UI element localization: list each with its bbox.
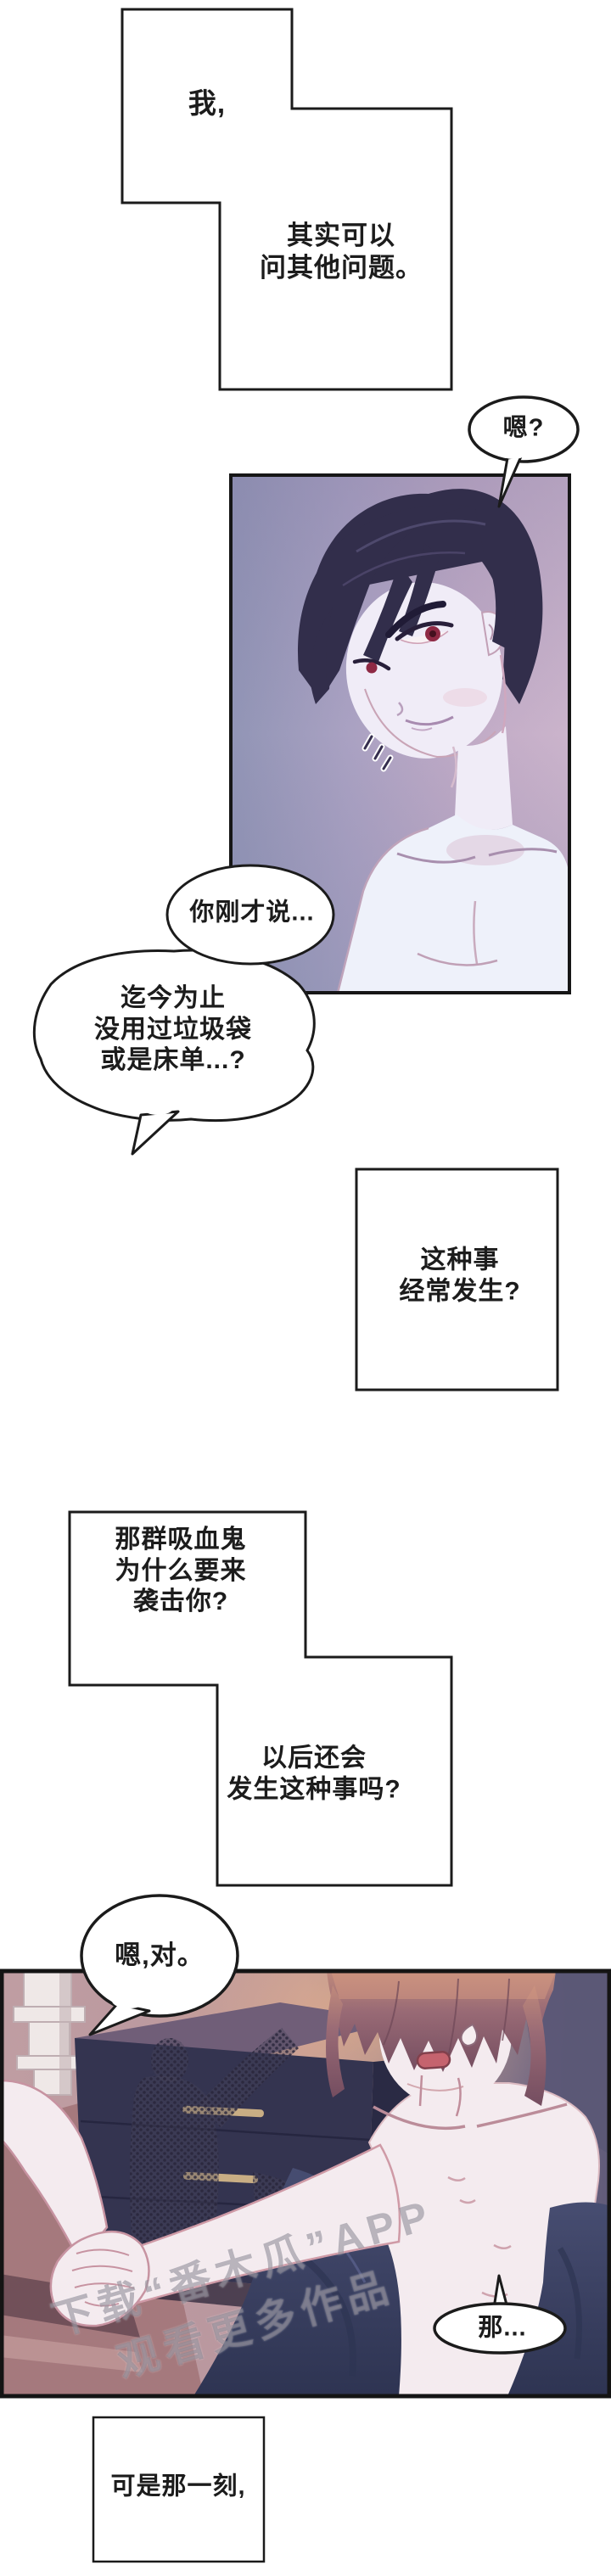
panel-bedroom-border: [0, 1968, 611, 2399]
narration-line: 问其他问题。: [260, 253, 423, 283]
mouth-2: [416, 2051, 451, 2069]
narration-box-4-5-outline: [68, 1510, 453, 1887]
hair-bangs: [297, 504, 472, 689]
narration-line: 可是那一刻,: [110, 2472, 246, 2500]
narration-box-1-text: 我,: [188, 87, 226, 120]
narration-line: 袭击你?: [132, 1588, 229, 1616]
narration-line: 我,: [188, 87, 227, 119]
speech-line: 没用过垃圾袋: [94, 1015, 252, 1044]
eye-left: [352, 658, 391, 671]
mouth-smile: [405, 715, 454, 726]
panel-portrait-border: [229, 473, 571, 994]
speech-line: 迄今为止: [121, 984, 226, 1013]
speech-line: 那...: [478, 2314, 527, 2342]
speech-bubble-yes: [80, 1894, 239, 2036]
narration-line: 其实可以: [287, 221, 395, 251]
eyebrow-right: [385, 601, 446, 638]
speech-hm-text: 嗯?: [503, 413, 545, 443]
speech-bubble-just-said: [165, 864, 335, 966]
narration-line: 这种事: [420, 1246, 500, 1274]
held-arm: [0, 2079, 109, 2264]
narration-box-3-text: 这种事 经常发生?: [399, 1245, 520, 1307]
narration-box-6-text: 可是那一刻,: [110, 2472, 245, 2501]
narration-line: 以后还会: [261, 1744, 367, 1772]
narration-box-3-outline: [355, 1168, 559, 1392]
neck: [455, 726, 513, 831]
speech-then-text: 那...: [478, 2313, 526, 2343]
speech-line: 你刚才说...: [189, 899, 315, 927]
speech-yes-text: 嗯,对。: [115, 1940, 205, 1972]
speech-line: 嗯,对。: [115, 1940, 205, 1971]
sweat-drop: [460, 2023, 478, 2047]
narration-line: 为什么要来: [115, 1556, 247, 1585]
speech-line: 嗯?: [502, 414, 545, 442]
gripping-hand: [49, 2230, 150, 2327]
speech-just-said-text: 你刚才说...: [189, 898, 314, 927]
narration-line: 发生这种事吗?: [227, 1775, 401, 1803]
speech-so-far-text: 迄今为止 没用过垃圾袋 或是床单...?: [94, 983, 252, 1077]
narration-box-4-text: 那群吸血鬼 为什么要来 袭击你?: [115, 1525, 247, 1618]
speech-line: 或是床单...?: [100, 1046, 246, 1075]
speech-bubble-so-far: [32, 949, 316, 1156]
narration-line: 经常发生?: [399, 1277, 521, 1305]
speech-bubble-then: [433, 2274, 567, 2355]
narration-line: 那群吸血鬼: [115, 1526, 247, 1554]
arm: [126, 2143, 401, 2304]
narration-box-5-text: 以后还会 发生这种事吗?: [227, 1743, 401, 1805]
speech-bubble-hm: [468, 395, 580, 508]
panel-portrait: [231, 475, 569, 993]
eye-right: [395, 621, 454, 641]
emphasis-marks: [362, 733, 394, 772]
narration-box-2-text: 其实可以 问其他问题。: [260, 220, 423, 284]
narration-box-6-outline: [92, 2416, 266, 2563]
narration-box-1-2-outline: [121, 8, 453, 391]
